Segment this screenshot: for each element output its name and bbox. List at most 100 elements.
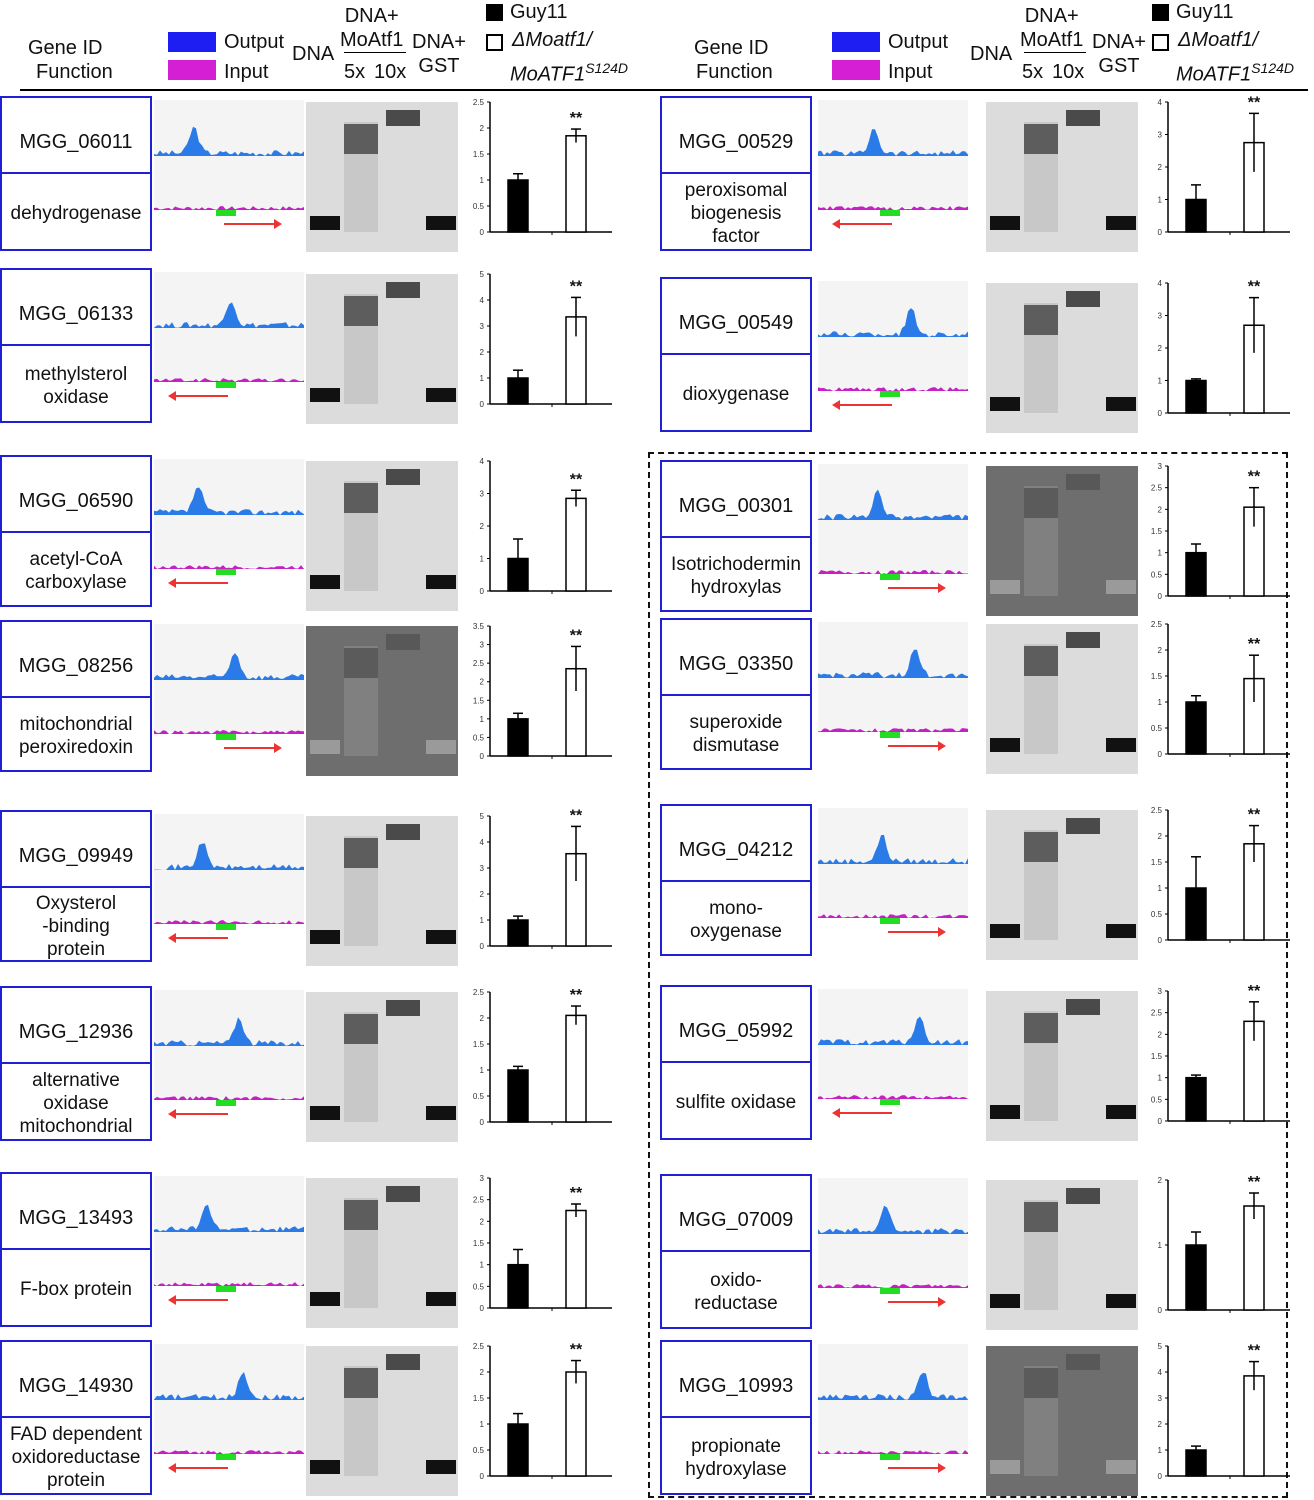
- y-tick-label: 3: [1158, 312, 1163, 321]
- arrow-head: [168, 933, 176, 943]
- y-tick-label: 2: [480, 1217, 485, 1226]
- output-track: [154, 1017, 304, 1046]
- output-track: [818, 649, 968, 678]
- y-tick-label: 4: [480, 838, 485, 847]
- shift-band-5x: [344, 124, 378, 154]
- gene-box: MGG_08256 mitochondrial peroxiredoxin: [0, 620, 152, 772]
- y-tick-label: 1: [480, 715, 485, 724]
- y-tick-label: 0: [480, 400, 485, 409]
- shift-band-10x: [386, 1354, 420, 1370]
- gene-id: MGG_00529: [678, 131, 794, 153]
- probe-marker: [216, 1100, 236, 1106]
- free-dna-band: [310, 388, 340, 402]
- y-tick-label: 3: [480, 322, 485, 331]
- emsa-gel-image: [306, 816, 458, 966]
- chip-seq-track: [818, 464, 968, 593]
- y-tick-label: 4: [480, 457, 485, 466]
- output-track: [154, 126, 304, 156]
- probe-marker: [216, 1286, 236, 1292]
- legend-output-label-right: Output: [888, 31, 949, 53]
- y-tick-label: 0: [1158, 228, 1163, 237]
- lane-bracket-right: [1024, 52, 1086, 53]
- y-tick-label: 3.5: [473, 622, 485, 631]
- shift-band-10x: [386, 1186, 420, 1202]
- output-track: [154, 302, 304, 328]
- free-dna-band: [990, 580, 1020, 594]
- gene-id: MGG_12936: [18, 1021, 134, 1043]
- gene-function: Oxysterol -binding protein: [35, 892, 117, 960]
- input-track: [818, 1095, 968, 1099]
- arrow-head: [168, 1295, 176, 1305]
- shift-band-10x: [1066, 818, 1100, 834]
- lane-label-dna-moatf1-left: DNA+ MoAtf1: [340, 5, 404, 51]
- y-tick-label: 0: [480, 1118, 485, 1127]
- shift-band-10x: [1066, 1354, 1100, 1370]
- gene-function: FAD dependent oxidoreductase protein: [9, 1424, 143, 1491]
- y-tick-label: 2: [1158, 344, 1163, 353]
- header-gene-id-left: Gene ID: [28, 37, 103, 59]
- y-tick-label: 0: [1158, 750, 1163, 759]
- y-tick-label: 3: [1158, 987, 1163, 996]
- input-track: [818, 570, 968, 574]
- free-dna-band: [310, 1460, 340, 1474]
- shift-band-5x: [344, 483, 378, 513]
- gst-control-band: [426, 930, 456, 944]
- arrow-head: [274, 219, 282, 229]
- header-function-right: Function: [696, 61, 773, 83]
- significance-label: **: [570, 110, 583, 127]
- chip-seq-track: [818, 622, 968, 751]
- gene-function: superoxide dismutase: [689, 712, 783, 756]
- y-tick-label: 0.5: [1151, 1095, 1163, 1104]
- shift-band-10x: [386, 634, 420, 650]
- input-track: [818, 206, 968, 210]
- y-tick-label: 2.5: [1151, 484, 1163, 493]
- gene-function: mitochondrial peroxiredoxin: [18, 714, 134, 758]
- chip-seq-track: [818, 1344, 968, 1473]
- y-tick-label: 1.5: [1151, 672, 1163, 681]
- gene-function: mono- oxygenase: [690, 898, 782, 942]
- y-tick-label: 1: [1158, 549, 1163, 558]
- probe-marker: [880, 391, 900, 397]
- y-tick-label: 0: [1158, 1306, 1163, 1315]
- y-tick-label: 0: [480, 942, 485, 951]
- lane-label-10x-left: 10x: [374, 61, 407, 83]
- gene-id: MGG_00301: [678, 495, 794, 517]
- gene-id: MGG_05992: [678, 1020, 794, 1042]
- significance-label: **: [1248, 279, 1261, 296]
- free-dna-band: [310, 740, 340, 754]
- expression-bar-chart: 00.511.522.53**: [1151, 462, 1290, 601]
- gene-box-divider: [2, 531, 150, 533]
- gene-id: MGG_08256: [18, 655, 134, 677]
- shift-band-10x: [386, 282, 420, 298]
- emsa-gel-image: [986, 102, 1138, 252]
- y-tick-label: 0: [480, 752, 485, 761]
- expression-bar-chart: 00.511.522.5**: [1151, 806, 1290, 945]
- emsa-gel-image: [306, 274, 458, 424]
- y-tick-label: 1: [1158, 698, 1163, 707]
- input-track: [154, 378, 304, 382]
- output-track: [154, 653, 304, 680]
- emsa-gel-image: [986, 466, 1138, 616]
- legend-guy11-box-left: [486, 4, 503, 21]
- gene-function: Isotrichodermin hydroxylas: [671, 554, 801, 598]
- input-track: [154, 1096, 304, 1100]
- y-tick-label: 0: [480, 1472, 485, 1481]
- gene-box-divider: [662, 880, 810, 882]
- free-dna-band: [990, 397, 1020, 411]
- significance-label: **: [1248, 94, 1261, 111]
- gene-box-divider: [662, 172, 810, 174]
- arrow-head: [168, 391, 176, 401]
- y-tick-label: 4: [480, 296, 485, 305]
- shift-band-10x: [1066, 291, 1100, 307]
- y-tick-label: 3: [1158, 1394, 1163, 1403]
- y-tick-label: 0: [1158, 592, 1163, 601]
- gene-function: alternative oxidase mitochondrial: [19, 1070, 133, 1137]
- gene-function: dioxygenase: [682, 384, 790, 405]
- shift-band-10x: [386, 469, 420, 485]
- gst-control-band: [1106, 1460, 1136, 1474]
- lane-label-dna-left: DNA: [292, 43, 335, 65]
